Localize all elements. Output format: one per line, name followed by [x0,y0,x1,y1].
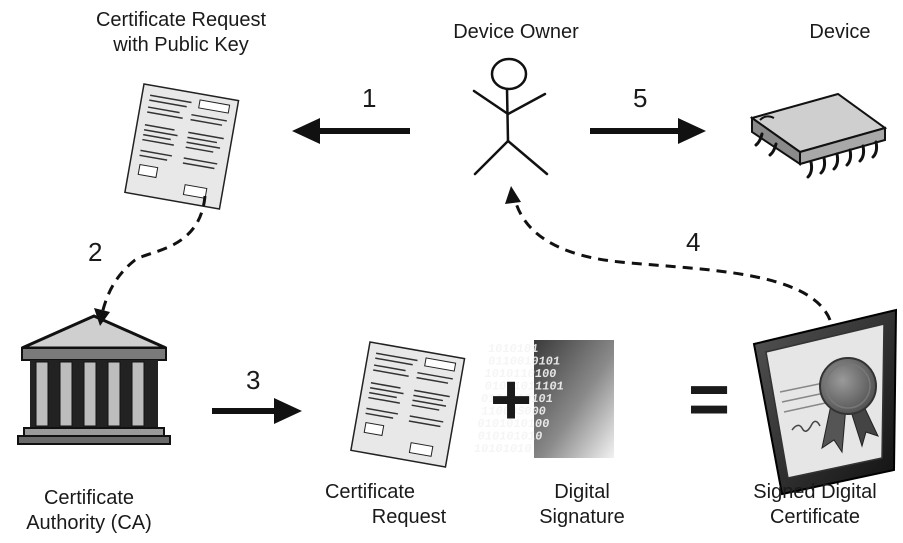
binary-line: 1010101 [487,342,539,356]
label-digital-signature: Digital Signature [539,481,625,528]
binary-line: 0101010100 [476,417,550,431]
label-certificate-authority: Certificate Authority (CA) [26,487,152,534]
arrow-step-2 [100,195,207,315]
arrow-step-1-head [292,118,320,144]
binary-line: 0101010101 [480,392,554,406]
label-device: Device [809,21,871,43]
certificate-authority-building-icon [17,314,171,445]
arrow-step-2-head [94,308,110,326]
device-owner-icon [472,57,549,176]
label-certificate-request: Certificate Request [324,481,447,528]
step-number-3: 3 [246,365,261,395]
plus-operator: + [490,360,533,440]
label-signed-digital-certificate: Signed Digital Certificate [753,481,877,528]
arrow-step-4-head [505,186,521,204]
step-number-1: 1 [362,83,377,113]
label-certificate-request-public-key: Certificate Request with Public Key [95,9,267,56]
binary-line: 10101010 [473,442,533,456]
certificate-request-icon [350,341,466,468]
arrow-step-4 [513,199,832,321]
arrow-step-3-head [274,398,302,424]
equals-operator: = [688,360,731,440]
certificate-request-public-key-icon [124,83,240,210]
binary-line: 11000S000 [480,405,547,419]
step-number-5: 5 [633,83,648,113]
label-device-owner: Device Owner [453,21,579,43]
device-chip-icon [749,92,888,179]
binary-line: 1010110100 [483,367,557,381]
signed-digital-certificate-icon [752,308,898,496]
binary-line: 0110010101 [487,355,561,369]
step-number-2: 2 [88,237,103,267]
digital-signature-binary-icon: 1010101011001010110101101000101101110101… [473,340,614,458]
arrow-step-5-head [678,118,706,144]
binary-line: 010101010 [477,430,544,444]
binary-line: 01011011101 [484,380,565,394]
step-number-4: 4 [686,227,701,257]
